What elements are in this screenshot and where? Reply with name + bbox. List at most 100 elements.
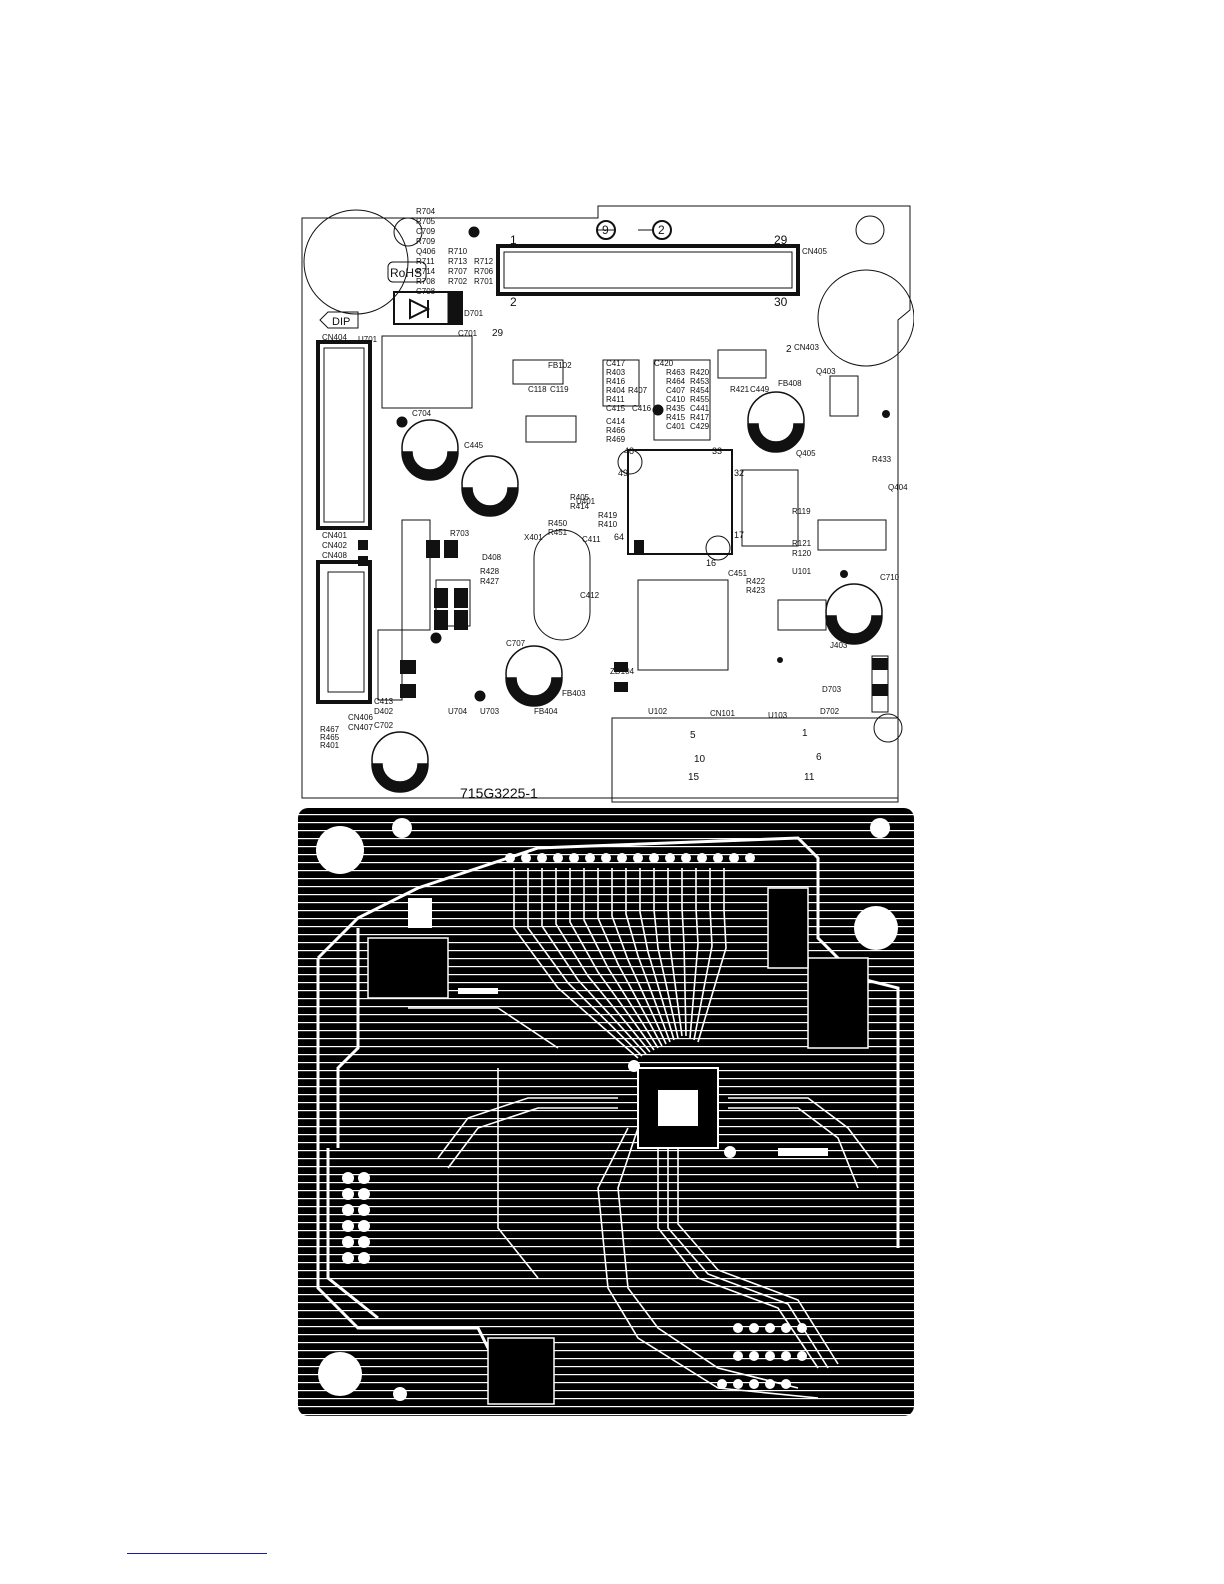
label-q404: Q404 — [888, 483, 908, 492]
label-r709: R709 — [416, 237, 436, 246]
label-r421: R421 — [730, 385, 750, 394]
label-r701: R701 — [474, 277, 494, 286]
label-c414: C414 — [606, 417, 626, 426]
label-c401: C401 — [666, 422, 686, 431]
cn101-pin-5: 5 — [690, 730, 696, 741]
label-u102: U102 — [648, 707, 668, 716]
rohs-label: RoHS — [390, 266, 422, 280]
mark-d: D — [655, 408, 660, 415]
label-r427: R427 — [480, 577, 500, 586]
label-c701: C701 — [458, 329, 478, 338]
label-r407: R407 — [628, 386, 648, 395]
label-c449: C449 — [750, 385, 770, 394]
label-cn101: CN101 — [710, 709, 735, 718]
label-cn406: CN406 — [348, 713, 373, 722]
mark-a2: A — [399, 420, 404, 427]
label-r416: R416 — [606, 377, 626, 386]
label-r121: R121 — [792, 539, 812, 548]
label-r714: R714 — [416, 267, 436, 276]
label-d402: D402 — [374, 707, 394, 716]
label-c411: C411 — [582, 535, 601, 544]
label-c416: C416 — [632, 404, 652, 413]
label-c441: C441 — [690, 404, 710, 413]
cn403-pin-a: 29 — [492, 328, 504, 339]
label-c420: C420 — [654, 359, 674, 368]
label-r403: R403 — [606, 368, 626, 377]
label-c415: C415 — [606, 404, 626, 413]
label-cn405: CN405 — [802, 247, 827, 256]
label-cn401: CN401 — [322, 531, 347, 540]
label-d408: D408 — [482, 553, 502, 562]
label-r419: R419 — [598, 511, 618, 520]
label-u701: U701 — [358, 335, 378, 344]
label-r703: R703 — [450, 529, 470, 538]
ic-pin-16: 16 — [706, 558, 716, 568]
label-c704: C704 — [412, 409, 432, 418]
ic-pin-33: 33 — [712, 446, 722, 456]
cn405-badge-right: 2 — [658, 223, 665, 237]
label-r420: R420 — [690, 368, 710, 377]
label-r410: R410 — [598, 520, 618, 529]
label-r710: R710 — [448, 247, 468, 256]
label-r401: R401 — [320, 741, 340, 750]
mark-a: A — [471, 230, 476, 237]
label-q406: Q406 — [416, 247, 436, 256]
label-c429: C429 — [690, 422, 710, 431]
copper-layer — [298, 808, 914, 1416]
cn405-pin-30: 30 — [774, 295, 788, 309]
footer-link-underline[interactable] — [127, 1553, 267, 1554]
label-r467: R467 — [320, 725, 340, 734]
label-fb408: FB408 — [778, 379, 802, 388]
label-r704: R704 — [416, 207, 436, 216]
label-r707: R707 — [448, 267, 468, 276]
mark-b: B — [433, 636, 438, 643]
label-x401: X401 — [524, 533, 543, 542]
label-r119: R119 — [792, 507, 811, 516]
board-code: 715G3225-1 — [460, 785, 538, 801]
label-c445: C445 — [464, 441, 484, 450]
cn101-pin-10: 10 — [694, 754, 706, 765]
label-q405: Q405 — [796, 449, 816, 458]
label-r411: R411 — [606, 395, 625, 404]
label-cn404: CN404 — [322, 333, 347, 342]
label-c417: C417 — [606, 359, 626, 368]
mark-c: C — [477, 694, 482, 701]
label-j403: J403 — [830, 641, 848, 650]
label-fb404: FB404 — [534, 707, 558, 716]
label-c119: C119 — [550, 385, 569, 394]
label-c709: C709 — [416, 227, 436, 236]
cn405-pin-1: 1 — [510, 233, 517, 247]
cn405-badge-left: 9 — [602, 223, 609, 237]
label-r450: R450 — [548, 519, 568, 528]
label-r702: R702 — [448, 277, 468, 286]
label-c702: C702 — [374, 721, 394, 730]
label-r417: R417 — [690, 413, 710, 422]
label-fb102: FB102 — [548, 361, 572, 370]
label-r423: R423 — [746, 586, 766, 595]
label-d702: D702 — [820, 707, 840, 716]
label-r706: R706 — [474, 267, 494, 276]
label-c413: C413 — [374, 697, 394, 706]
label-r454: R454 — [690, 386, 710, 395]
cn403-pin-b: 2 — [786, 344, 792, 355]
label-cn407: CN407 — [348, 723, 373, 732]
ic-pin-48: 48 — [624, 446, 634, 456]
label-cn402: CN402 — [322, 541, 347, 550]
label-c708: C708 — [416, 287, 436, 296]
cn101-pin-6: 6 — [816, 752, 822, 763]
label-r120: R120 — [792, 549, 812, 558]
ic-pin-64: 64 — [614, 532, 624, 542]
label-c118: C118 — [528, 385, 547, 394]
label-r404: R404 — [606, 386, 626, 395]
silkscreen-layout: R704 R705 C709 R709 Q406 R710 R711 R713 … — [301, 205, 914, 803]
cn101-pin-11: 11 — [804, 772, 815, 783]
label-r466: R466 — [606, 426, 626, 435]
label-d703: D703 — [822, 685, 842, 694]
label-r435: R435 — [666, 404, 686, 413]
label-r422: R422 — [746, 577, 766, 586]
label-r713: R713 — [448, 257, 468, 266]
label-u103: U103 — [768, 711, 788, 720]
label-r414: R414 — [570, 502, 590, 511]
label-cn403: CN403 — [794, 343, 819, 352]
label-d701: D701 — [464, 309, 484, 318]
